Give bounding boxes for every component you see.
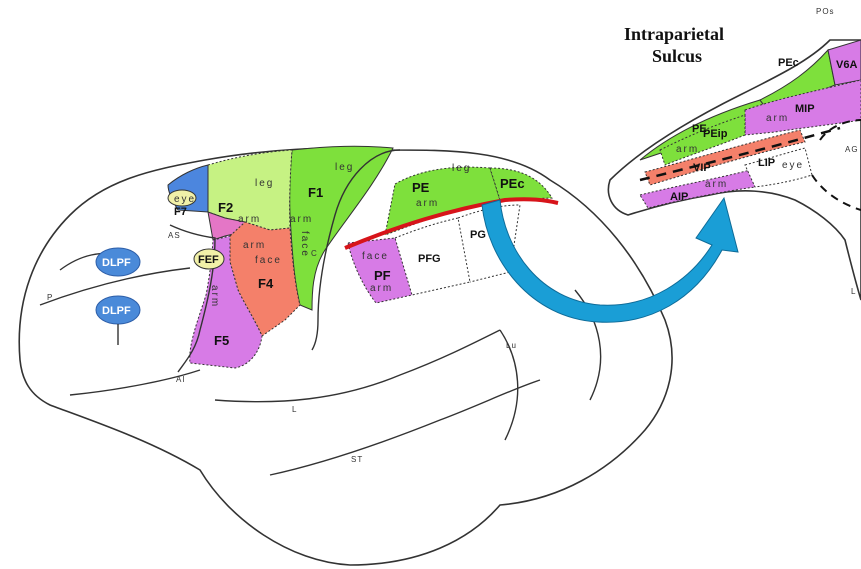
label-F2: F2 <box>218 200 233 215</box>
label-arm-PE: arm <box>416 198 439 209</box>
label-leg-F2: leg <box>255 178 274 189</box>
label-leg-PE: leg <box>452 163 471 174</box>
label-leg-F1: leg <box>335 162 354 173</box>
label-AI: AI <box>176 375 186 384</box>
inset-label-V6A: V6A <box>836 59 857 71</box>
label-dlpf-2: DLPF <box>102 305 131 317</box>
ips-inset: Intraparietal Sulcus PE PEc V6A MIP PEip… <box>608 7 861 300</box>
inset-title-line-1: Intraparietal <box>624 24 724 44</box>
label-ST: ST <box>351 455 363 464</box>
inset-label-arm-PEip: arm <box>676 144 699 155</box>
label-arm-F1: arm <box>290 214 313 225</box>
label-arm-F5: arm <box>209 285 220 308</box>
label-face-F4: face <box>255 255 282 266</box>
label-F1: F1 <box>308 185 323 200</box>
lateral-brain: F1 F2 F4 F5 F7 PE PEc PF PFG PG FEF DLPF… <box>19 146 672 565</box>
label-face-F1: face <box>299 231 310 258</box>
label-arm-PF: arm <box>370 283 393 294</box>
label-PE: PE <box>412 180 430 195</box>
inset-label-L: L <box>851 287 856 296</box>
label-eye-F7: eye <box>174 194 196 205</box>
inset-label-AG: AG <box>845 145 859 154</box>
label-L: L <box>292 405 297 414</box>
label-Lu: Lu <box>506 341 517 350</box>
label-C: C <box>311 249 318 258</box>
label-AS: AS <box>168 231 181 240</box>
inset-label-LIP: LIP <box>758 157 775 169</box>
inset-label-AIP: AIP <box>670 191 688 203</box>
label-face-PF: face <box>362 251 389 262</box>
inset-label-PEip: PEip <box>703 128 728 140</box>
inset-label-arm-MIP: arm <box>766 113 789 124</box>
label-PEc: PEc <box>500 176 525 191</box>
label-arm-F2: arm <box>238 214 261 225</box>
inset-label-MIP: MIP <box>795 103 815 115</box>
label-F4: F4 <box>258 276 274 291</box>
label-PF: PF <box>374 268 391 283</box>
inset-label-VIP: VIP <box>693 162 711 174</box>
inset-label-arm-AIP: arm <box>705 179 728 190</box>
label-P: P <box>47 293 53 302</box>
label-FEF: FEF <box>198 254 219 266</box>
inset-label-eye-LIP: eye <box>782 160 804 171</box>
label-F7: F7 <box>174 206 187 218</box>
label-dlpf-1: DLPF <box>102 257 131 269</box>
label-F5: F5 <box>214 333 229 348</box>
label-arm-F4: arm <box>243 240 266 251</box>
inset-label-PEc: PEc <box>778 57 799 69</box>
label-PFG: PFG <box>418 253 441 265</box>
inset-title-line-2: Sulcus <box>652 46 702 66</box>
label-PG: PG <box>470 229 486 241</box>
inset-label-POs: POs <box>816 7 835 16</box>
